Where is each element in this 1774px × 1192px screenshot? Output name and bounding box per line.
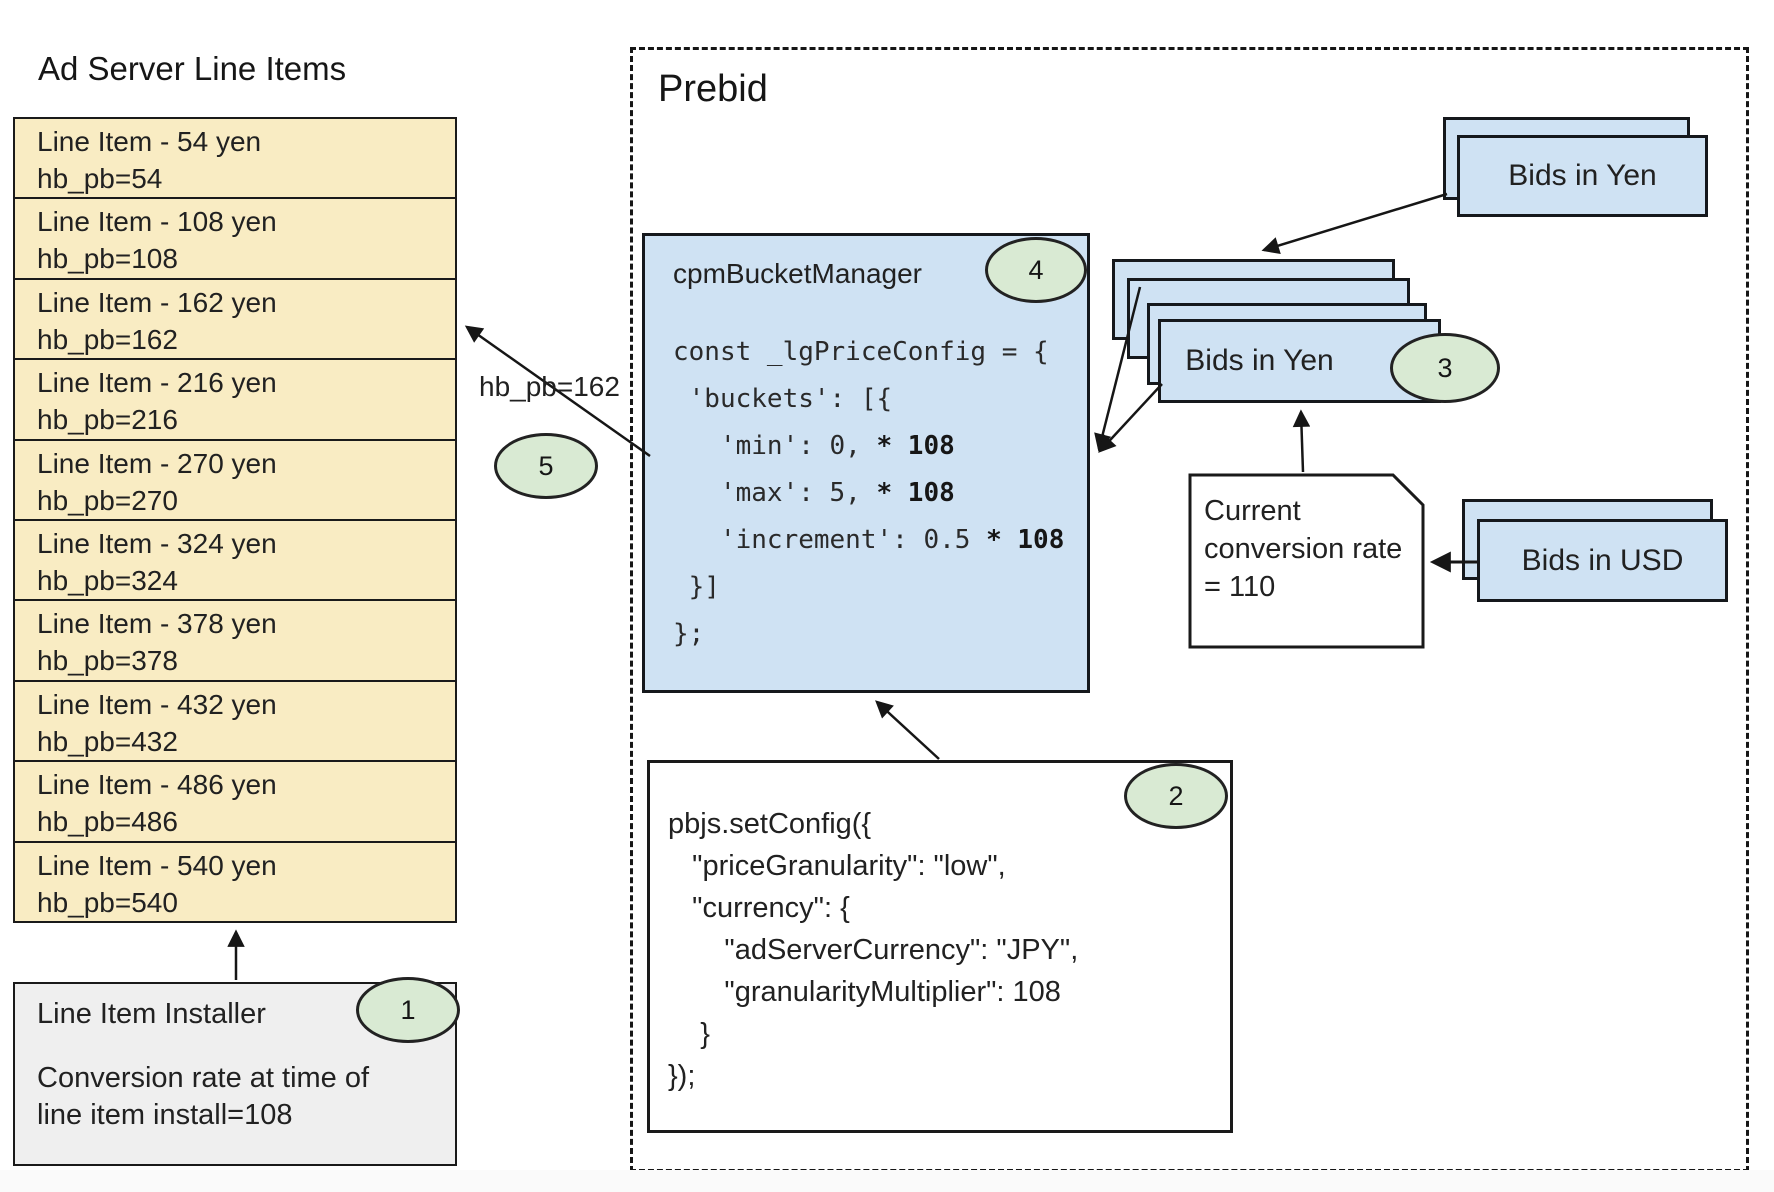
line-item-row: Line Item - 486 yen hb_pb=486 — [15, 762, 455, 843]
line-item-hb-pb: hb_pb=108 — [37, 243, 178, 275]
line-item-title: Line Item - 216 yen — [37, 367, 277, 399]
line-item-installer-box: Line Item Installer Conversion rate at t… — [13, 982, 457, 1166]
line-item-hb-pb: hb_pb=324 — [37, 565, 178, 597]
line-item-title: Line Item - 540 yen — [37, 849, 277, 881]
line-item-row: Line Item - 162 yen hb_pb=162 — [15, 280, 455, 361]
bucket-code-line: 'buckets': [{ — [673, 384, 893, 414]
installer-title: Line Item Installer — [37, 998, 266, 1030]
line-item-title: Line Item - 108 yen — [37, 206, 277, 238]
bids-in-yen-top-card: Bids in Yen — [1457, 135, 1708, 217]
line-item-hb-pb: hb_pb=378 — [37, 645, 178, 677]
bucket-code-line: 'max': 5, * 108 — [673, 478, 955, 508]
line-item-row: Line Item - 270 yen hb_pb=270 — [15, 441, 455, 522]
bucket-code-line: const _lgPriceConfig = { — [673, 337, 1049, 367]
installer-desc-line2: line item install=108 — [37, 1099, 293, 1131]
line-item-title: Line Item - 486 yen — [37, 769, 277, 801]
line-item-row: Line Item - 108 yen hb_pb=108 — [15, 199, 455, 280]
pbjs-code: pbjs.setConfig({ "priceGranularity": "lo… — [668, 803, 1078, 1097]
bucket-code-line: }; — [673, 619, 705, 649]
bucket-code: const _lgPriceConfig = { 'buckets': [{ '… — [673, 329, 1064, 658]
bids-in-usd-label: Bids in USD — [1521, 543, 1684, 577]
step-badge-3: 3 — [1390, 333, 1500, 403]
line-item-title: Line Item - 432 yen — [37, 688, 277, 720]
bids-in-usd-card: Bids in USD — [1477, 519, 1728, 602]
cpm-bucket-manager-title: cpmBucketManager — [673, 258, 923, 289]
line-item-hb-pb: hb_pb=270 — [37, 484, 178, 516]
line-item-hb-pb: hb_pb=216 — [37, 404, 178, 436]
line-item-row: Line Item - 54 yen hb_pb=54 — [15, 119, 455, 200]
line-item-title: Line Item - 162 yen — [37, 286, 277, 318]
step-badge-4: 4 — [985, 237, 1087, 303]
step-badge-2: 2 — [1124, 763, 1228, 829]
line-item-row: Line Item - 432 yen hb_pb=432 — [15, 682, 455, 763]
cpm-bucket-manager-box: cpmBucketManager const _lgPriceConfig = … — [642, 233, 1090, 693]
pbjs-code-line: pbjs.setConfig({ — [668, 808, 872, 840]
line-item-row: Line Item - 216 yen hb_pb=216 — [15, 360, 455, 441]
line-item-row: Line Item - 378 yen hb_pb=378 — [15, 601, 455, 682]
prebid-title: Prebid — [658, 68, 768, 110]
pbjs-code-line: "granularityMultiplier": 108 — [668, 976, 1061, 1008]
bucket-code-line: 'increment': 0.5 * 108 — [673, 525, 1065, 555]
line-item-title: Line Item - 54 yen — [37, 126, 262, 157]
pbjs-code-line: "adServerCurrency": "JPY", — [668, 934, 1079, 966]
pbjs-setconfig-box: pbjs.setConfig({ "priceGranularity": "lo… — [647, 760, 1233, 1133]
line-item-title: Line Item - 324 yen — [37, 528, 277, 560]
pbjs-code-line: "currency": { — [668, 892, 850, 924]
step-badge-1: 1 — [356, 977, 460, 1043]
line-item-title: Line Item - 270 yen — [37, 447, 277, 479]
bids-in-yen-top-label: Bids in Yen — [1508, 159, 1657, 192]
line-item-hb-pb: hb_pb=540 — [37, 886, 178, 918]
pbjs-code-line: }); — [668, 1060, 696, 1092]
line-item-hb-pb: hb_pb=486 — [37, 806, 178, 838]
pbjs-code-line: "priceGranularity": "low", — [668, 850, 1006, 882]
step-badge-5: 5 — [494, 433, 598, 499]
pbjs-code-line: } — [668, 1018, 710, 1050]
bids-in-yen-stack-label: Bids in Yen — [1185, 344, 1334, 377]
line-item-row: Line Item - 540 yen hb_pb=540 — [15, 843, 455, 921]
conversion-note-text: Current conversion rate = 110 — [1204, 495, 1403, 603]
bids-in-yen-stack-card-front: Bids in Yen — [1158, 319, 1441, 403]
line-item-row: Line Item - 324 yen hb_pb=324 — [15, 521, 455, 602]
bucket-code-line: 'min': 0, * 108 — [673, 431, 955, 461]
line-item-hb-pb: hb_pb=54 — [37, 163, 163, 194]
bucket-code-line: }] — [673, 572, 720, 602]
line-item-hb-pb: hb_pb=432 — [37, 725, 178, 757]
hb-pb-162-label: hb_pb=162 — [479, 371, 620, 402]
ad-server-title: Ad Server Line Items — [38, 50, 347, 87]
line-item-hb-pb: hb_pb=162 — [37, 323, 178, 355]
line-item-title: Line Item - 378 yen — [37, 608, 277, 640]
installer-desc-line1: Conversion rate at time of — [37, 1062, 370, 1094]
bottom-strip — [0, 1170, 1774, 1192]
